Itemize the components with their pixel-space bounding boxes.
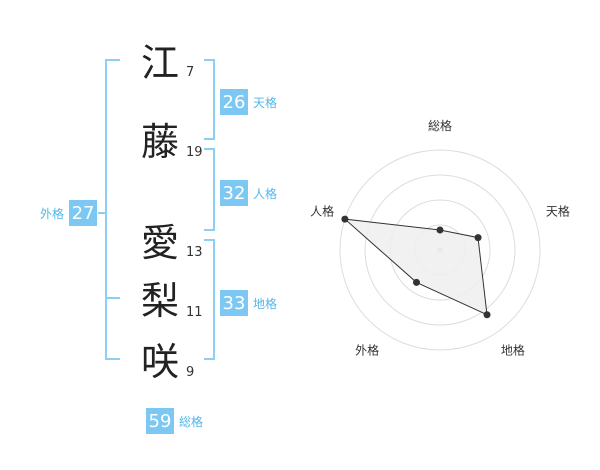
name-char-4: 梨 — [140, 279, 179, 323]
gaikaku-value: 27 — [69, 200, 98, 226]
radar-axis-label-5: 人格 — [310, 204, 334, 219]
name-char-5: 咲 — [140, 340, 179, 384]
chikaku-label: 地格 — [253, 296, 278, 311]
name-char-3: 愛 — [140, 221, 179, 265]
stroke-count-1: 7 — [186, 65, 195, 80]
stroke-count-4: 11 — [186, 305, 203, 320]
gaikaku-label: 外格 — [40, 206, 65, 221]
jinkaku-value: 32 — [220, 180, 248, 206]
chikaku-bracket — [204, 239, 215, 360]
jinkaku-label: 人格 — [253, 186, 278, 201]
chikaku-value: 33 — [220, 290, 248, 316]
jinkaku-bracket — [204, 148, 215, 231]
radar-axis-label-2: 天格 — [546, 204, 570, 219]
radar-axis-label-3: 地格 — [501, 342, 525, 357]
radar-point-2 — [474, 234, 482, 242]
radar-points — [341, 215, 491, 319]
name-char-2: 藤 — [140, 120, 179, 164]
gaikaku-badge: 外格 27 — [40, 200, 98, 226]
outer-bracket — [105, 59, 120, 360]
stroke-count-3: 13 — [186, 245, 203, 260]
radar-axis-label-1: 総格 — [428, 118, 452, 133]
soukaku-value: 59 — [146, 408, 174, 434]
radar-ring-3 — [364, 174, 516, 326]
radar-point-5 — [341, 215, 349, 223]
radar-axis-label-4: 外格 — [355, 342, 379, 357]
stroke-count-5: 9 — [186, 365, 195, 380]
radar-point-3 — [483, 311, 491, 319]
soukaku-label: 総格 — [179, 414, 204, 429]
tenkaku-value: 26 — [220, 89, 248, 115]
radar-area — [343, 218, 488, 316]
jinkaku-badge: 32 人格 — [220, 180, 277, 206]
name-char-1: 江 — [140, 41, 179, 85]
stroke-count-2: 19 — [186, 145, 203, 160]
chikaku-badge: 33 地格 — [220, 290, 277, 316]
soukaku-badge: 59 総格 — [146, 408, 203, 434]
radar-point-4 — [412, 278, 420, 286]
radar-ring-4 — [339, 149, 541, 351]
tenkaku-label: 天格 — [253, 95, 278, 110]
tenkaku-badge: 26 天格 — [220, 89, 277, 115]
tenkaku-bracket — [204, 59, 215, 140]
radar-point-1 — [436, 226, 444, 234]
